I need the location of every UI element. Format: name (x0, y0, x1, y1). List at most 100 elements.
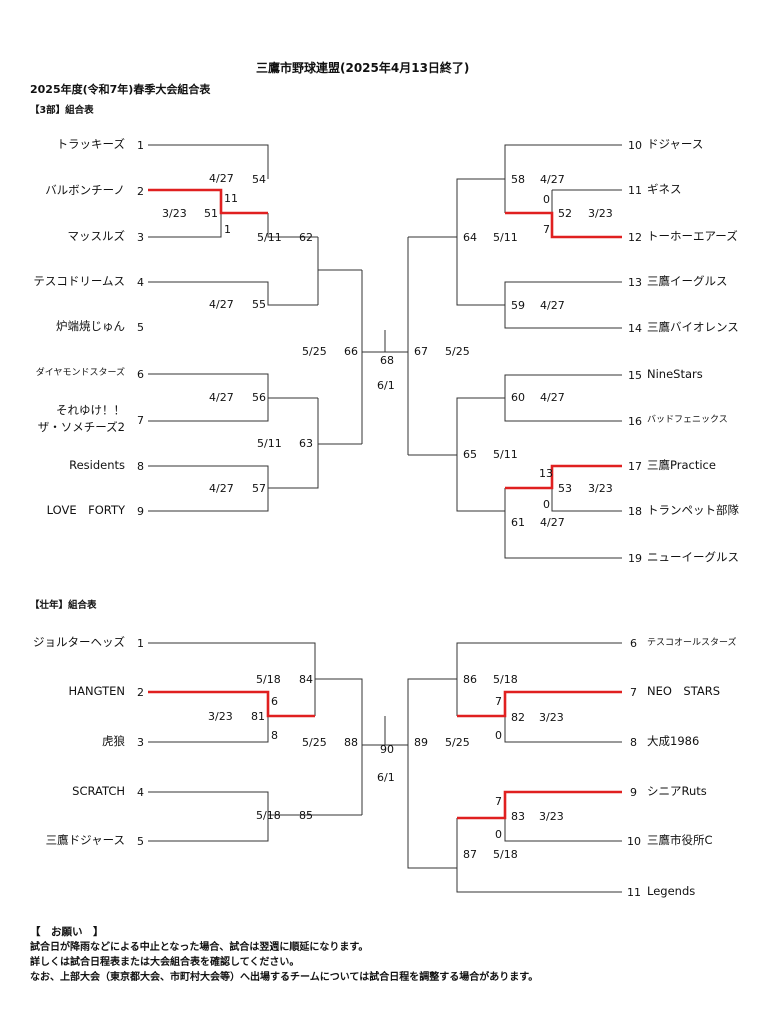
game-score: 8 (271, 729, 278, 742)
team-number: 7 (630, 686, 637, 699)
team-name: SCRATCH (72, 784, 125, 798)
team-number: 1 (137, 139, 144, 152)
game-number: 64 (463, 231, 477, 244)
final-game-date: 6/1 (377, 771, 395, 784)
team-number: 9 (137, 505, 144, 518)
line-s-game84 (315, 678, 363, 815)
team-name: 大成1986 (647, 734, 700, 748)
game-date: 5/18 (256, 673, 281, 686)
team-number: 11 (627, 886, 641, 899)
team-number: 14 (628, 322, 642, 335)
final-game-date: 6/1 (377, 379, 395, 392)
team-name: トランペット部隊 (647, 503, 739, 517)
game-number: 86 (463, 673, 477, 686)
team-number: 5 (137, 321, 144, 334)
team-number: 10 (627, 835, 641, 848)
team-number: 2 (137, 686, 144, 699)
team-number: 17 (628, 460, 642, 473)
game-date: 5/18 (493, 673, 518, 686)
game-number: 59 (511, 299, 525, 312)
game-date: 5/18 (493, 848, 518, 861)
game-number: 58 (511, 173, 525, 186)
game-number: 56 (252, 391, 266, 404)
line-team6 (148, 373, 318, 399)
team-number: 19 (628, 552, 642, 565)
winner-game81 (148, 690, 315, 718)
team-name: NEO STARS (647, 684, 721, 698)
game-score: 7 (495, 695, 502, 708)
line-s-game89 (407, 642, 622, 893)
game-date: 4/27 (540, 173, 565, 186)
game-date: 5/25 (302, 345, 327, 358)
game-number: 63 (299, 437, 313, 450)
team-number: 1 (137, 637, 144, 650)
winner-game82 (457, 690, 622, 718)
game-date: 3/23 (588, 207, 613, 220)
team-number: 8 (630, 736, 637, 749)
game-date: 5/11 (257, 231, 282, 244)
game-number: 66 (344, 345, 358, 358)
team-number: 15 (628, 369, 642, 382)
line-s-game83 (504, 818, 622, 842)
game-date: 3/23 (539, 711, 564, 724)
team-name: ドジャース (647, 137, 704, 151)
game-number: 85 (299, 809, 313, 822)
line-game63 (268, 398, 362, 489)
winner-game52 (505, 211, 622, 239)
notice-line: なお、上部大会（東京都大会、市町村大会等）へ出場するチームについては試合日程を調… (30, 972, 539, 983)
team-number: 6 (630, 637, 637, 650)
team-name: 三鷹市役所C (647, 833, 713, 847)
team-number: 5 (137, 835, 144, 848)
game-date: 5/11 (257, 437, 282, 450)
team-number: 16 (628, 415, 642, 428)
team-number: 10 (628, 139, 642, 152)
game-date: 3/23 (588, 482, 613, 495)
team-name: マッスルズ (67, 229, 126, 243)
line-game64 (408, 144, 622, 329)
team-number: 18 (628, 505, 642, 518)
game-number: 82 (511, 711, 525, 724)
team-number: 12 (628, 231, 642, 244)
team-number: 7 (137, 414, 144, 427)
team-number: 3 (137, 231, 144, 244)
team-name: 三鷹バイオレンス (647, 320, 739, 334)
game-number: 81 (251, 710, 265, 723)
line-game52 (504, 179, 622, 213)
game-number: 57 (252, 482, 266, 495)
game-date: 3/23 (162, 207, 187, 220)
game-date: 3/23 (208, 710, 233, 723)
game-number: 54 (252, 173, 266, 186)
game-score: 0 (495, 729, 502, 742)
team-number: 6 (137, 368, 144, 381)
game-date: 5/11 (493, 448, 518, 461)
line-team7 (148, 398, 269, 422)
line-game54 (267, 213, 318, 238)
team-number: 4 (137, 786, 144, 799)
game-date: 4/27 (540, 391, 565, 404)
final-game-number: 68 (380, 354, 394, 367)
final-game-number: 90 (380, 743, 394, 756)
team-name: トラッキーズ (56, 137, 125, 151)
game-number: 88 (344, 736, 358, 749)
team-name: テスコオールスターズ (647, 638, 737, 648)
game-score: 7 (495, 795, 502, 808)
game-number: 84 (299, 673, 313, 686)
team-name: ニューイーグルス (647, 550, 739, 564)
game-score: 1 (224, 223, 231, 236)
team-number: 13 (628, 276, 642, 289)
game-date: 5/25 (445, 736, 470, 749)
line-game53 (504, 488, 622, 512)
team-name: テスコドリームス (33, 274, 125, 288)
game-number: 83 (511, 810, 525, 823)
game-number: 55 (252, 298, 266, 311)
game-number: 87 (463, 848, 477, 861)
game-date: 4/27 (209, 172, 234, 185)
game-number: 52 (558, 207, 572, 220)
team-number: 4 (137, 276, 144, 289)
page-title: 三鷹市野球連盟(2025年4月13日終了) (256, 61, 470, 75)
team-name: それゆけ！！ (56, 403, 125, 417)
game-date: 3/23 (539, 810, 564, 823)
team-name: バッドフェニックス (647, 415, 728, 425)
team-name: バルボンチーノ (45, 183, 125, 197)
